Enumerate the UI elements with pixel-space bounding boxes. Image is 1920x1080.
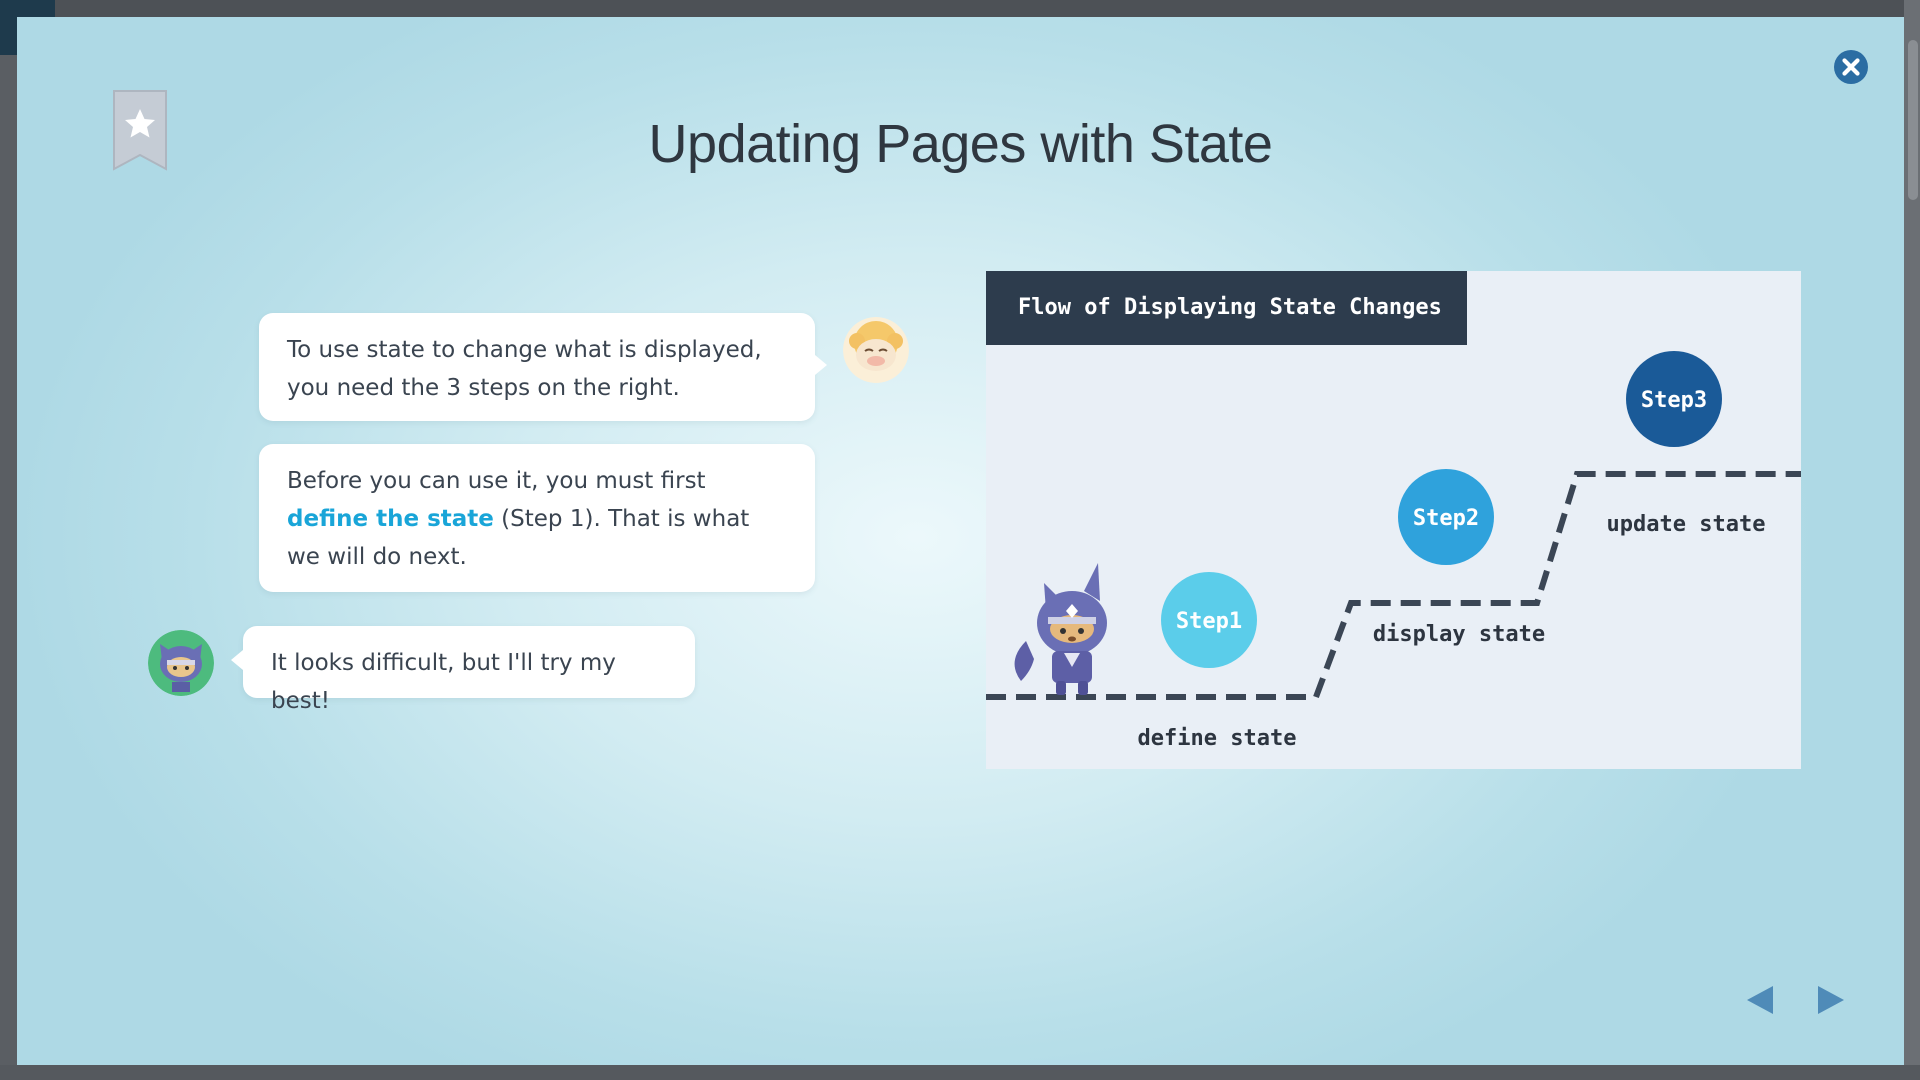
bookmark-star-icon[interactable] [112, 89, 168, 171]
step2-badge: Step2 [1413, 506, 1479, 531]
step3-circle [1626, 351, 1722, 447]
diagram-header: Flow of Displaying State Changes [986, 271, 1467, 345]
sheep-avatar [843, 317, 909, 383]
step2-circle [1398, 469, 1494, 565]
step3-badge: Step3 [1641, 388, 1707, 413]
ninja-cat-avatar [148, 630, 214, 696]
state-flow-graphic: Step1 Step2 Step3 define state display s… [986, 351, 1801, 751]
staircase-path [986, 471, 1801, 700]
background-toolbar [0, 0, 1920, 18]
step2-label: display state [1373, 622, 1545, 647]
page-title: Updating Pages with State [648, 114, 1273, 174]
lesson-modal: Updating Pages with State To use state t… [17, 17, 1904, 1065]
chat-bubble-student: It looks difficult, but I'll try my best… [231, 626, 695, 714]
step1-badge: Step1 [1176, 609, 1242, 634]
background-footer [0, 1065, 1920, 1080]
step3-label: update state [1607, 512, 1766, 537]
background-scrollbar-thumb[interactable] [1908, 40, 1918, 200]
chat-message-text: To use state to change what is displayed… [287, 337, 762, 401]
step1-circle [1161, 572, 1257, 668]
background-scrollbar-track [1904, 0, 1920, 1080]
ninja-cat-character [1014, 563, 1107, 695]
step1-label: define state [1138, 726, 1297, 751]
chat-message-text: Before you can use it, you must first [287, 468, 706, 494]
chat-message-text: It looks difficult, but I'll try my best… [271, 650, 616, 714]
next-slide-icon[interactable] [1810, 982, 1850, 1018]
highlight-define-state: define the state [287, 506, 494, 532]
chat-bubble-teacher-1: To use state to change what is displayed… [259, 313, 827, 421]
state-flow-diagram: Step1 Step2 Step3 define state display s… [986, 271, 1801, 769]
previous-slide-icon[interactable] [1741, 982, 1781, 1018]
chat-bubble-teacher-2: Before you can use it, you must first de… [259, 444, 815, 592]
close-icon[interactable] [1833, 49, 1869, 85]
chat-message-text: (Step 1). That is what we will do next. [287, 506, 750, 570]
